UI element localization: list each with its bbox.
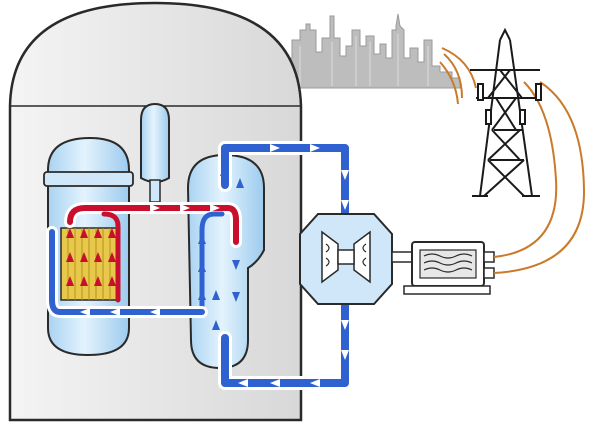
loop-flow-arrows [80,144,349,387]
city-skyline [283,13,461,89]
reactor-core [60,227,119,301]
steam-turbine [299,213,393,305]
transmission-tower [470,27,542,197]
primary-loop [46,202,242,318]
turbine-shaft [391,251,413,263]
secondary-loop [218,141,352,390]
generator-coil-icon [423,253,473,273]
core-flow-arrows [66,228,116,286]
electric-generator [403,241,495,295]
power-lines [439,47,586,274]
